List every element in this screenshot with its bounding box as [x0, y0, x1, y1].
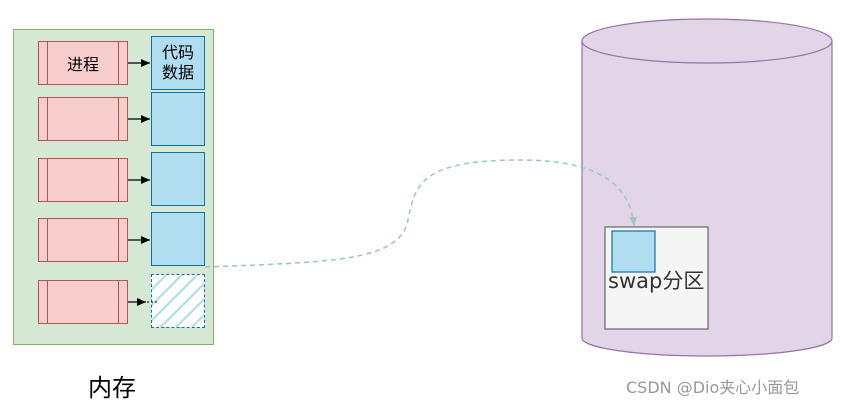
swap-area-label: swap分区	[608, 269, 705, 293]
page-label-line1: 代码	[161, 43, 194, 62]
process-label: 进程	[66, 55, 99, 74]
swap-link-dashed-arrow	[204, 159, 638, 268]
process-box-1: 进程	[38, 41, 128, 85]
memory-page-1: 代码 数据	[151, 36, 205, 90]
process-box-3	[38, 158, 128, 202]
swap-page	[611, 230, 656, 273]
memory-page-2	[151, 92, 205, 146]
process-box-2	[38, 97, 128, 141]
memory-label: 内存	[88, 374, 136, 402]
process-box-5	[38, 280, 128, 324]
memory-page-swapped-out	[151, 274, 205, 328]
memory-page-3	[151, 152, 205, 206]
disk-cylinder-top	[581, 18, 833, 64]
memory-page-4	[151, 212, 205, 266]
process-box-4	[38, 218, 128, 262]
page-label-line2: 数据	[161, 63, 194, 82]
watermark-text: CSDN @Dio夹心小面包	[626, 378, 800, 397]
